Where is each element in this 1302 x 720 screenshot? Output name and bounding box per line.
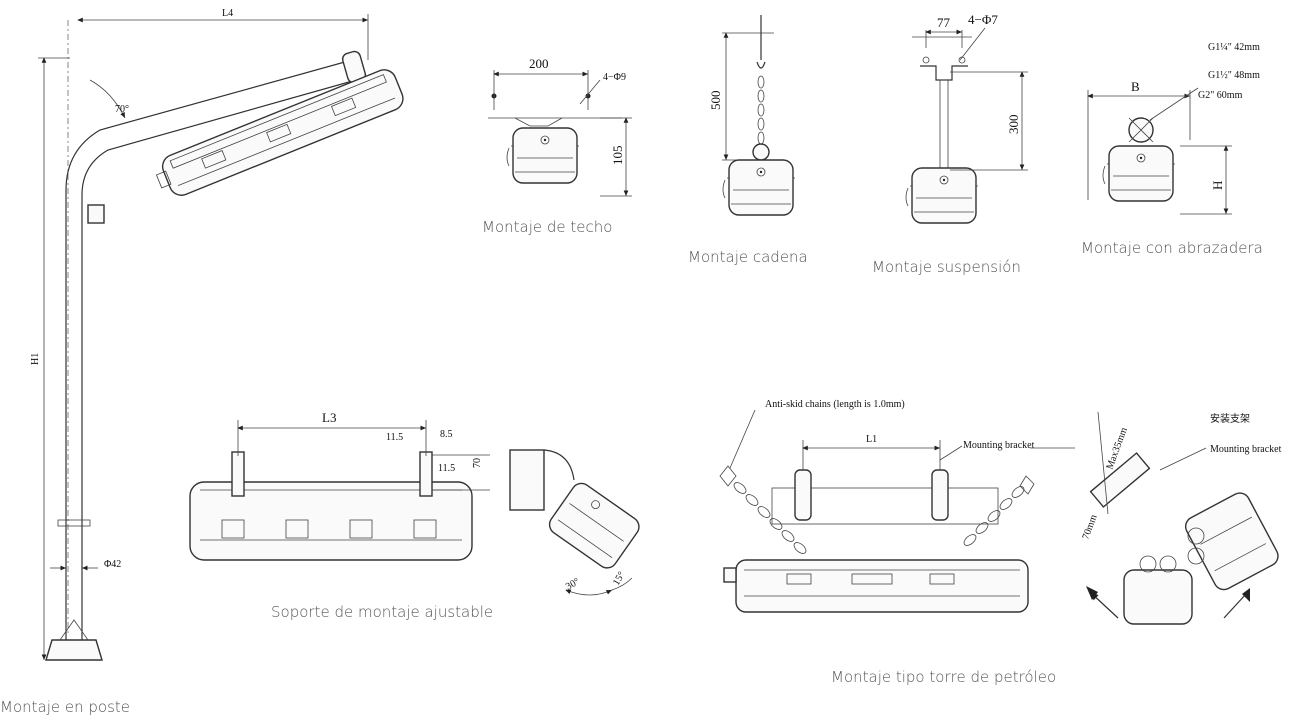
label-oil-bracket-cn: 安装支架: [1210, 412, 1250, 425]
dim-susp-holes: 4−Φ7: [968, 12, 998, 27]
clamp-mount-figure: B G1¼" 42mm G1½" 48mm G2" 60mm H: [1087, 42, 1260, 215]
dim-l4: L4: [222, 8, 233, 19]
caption-ceiling: Montaje de techo: [482, 218, 612, 236]
dim-clamp-b: B: [1131, 79, 1140, 94]
dim-adj-70: 70: [472, 458, 483, 468]
dim-clamp-g3: G2" 60mm: [1198, 90, 1243, 101]
oil-tower-figure: L1 Mounting bracket Anti-skid chains (le…: [719, 399, 1282, 625]
dim-oil-70: 70mm: [1080, 513, 1099, 541]
dim-adj-l3: L3: [322, 410, 336, 425]
dim-oil-l1: L1: [866, 434, 877, 445]
suspension-mount-figure: 77 4−Φ7 300: [905, 12, 1028, 224]
dim-adj-15: 15°: [611, 570, 628, 588]
dim-pole-angle: 70°: [115, 104, 129, 115]
label-oil-bracket: Mounting bracket: [963, 440, 1035, 451]
caption-adjustable: Soporte de montaje ajustable: [271, 603, 493, 621]
dim-chain-length: 500: [708, 91, 723, 111]
caption-chain: Montaje cadena: [688, 248, 808, 266]
dim-ceiling-height: 105: [610, 146, 625, 166]
dim-clamp-g2: G1½" 48mm: [1208, 70, 1260, 81]
dim-adj-115a: 11.5: [386, 432, 403, 443]
ceiling-mount-figure: 200 4−Φ9 105: [488, 56, 632, 197]
dim-ceiling-width: 200: [529, 56, 549, 71]
dim-pole-dia: Φ42: [104, 559, 121, 570]
dim-susp-height: 300: [1006, 115, 1021, 135]
adjustable-bracket-figure: L3 11.5 8.5 11.5 70 30° 15°: [189, 410, 640, 596]
dim-clamp-h: H: [1210, 181, 1225, 190]
caption-pole: Montaje en poste: [0, 698, 130, 716]
caption-oil-tower: Montaje tipo torre de petróleo: [831, 668, 1056, 686]
dim-clamp-g1: G1¼" 42mm: [1208, 42, 1260, 53]
caption-clamp: Montaje con abrazadera: [1081, 239, 1263, 257]
dim-susp-width: 77: [937, 15, 951, 30]
caption-suspension: Montaje suspensión: [872, 258, 1021, 276]
dim-adj-85: 8.5: [440, 429, 453, 440]
dim-adj-115b: 11.5: [438, 463, 455, 474]
label-oil-bracket-2: Mounting bracket: [1210, 444, 1282, 455]
label-oil-chains: Anti-skid chains (length is 1.0mm): [765, 399, 905, 410]
pole-mount-figure: L4 70° H1 Φ42: [30, 8, 404, 661]
dim-ceiling-holes: 4−Φ9: [603, 72, 626, 83]
chain-mount-figure: 500: [708, 15, 796, 216]
dim-h1: H1: [30, 353, 41, 365]
